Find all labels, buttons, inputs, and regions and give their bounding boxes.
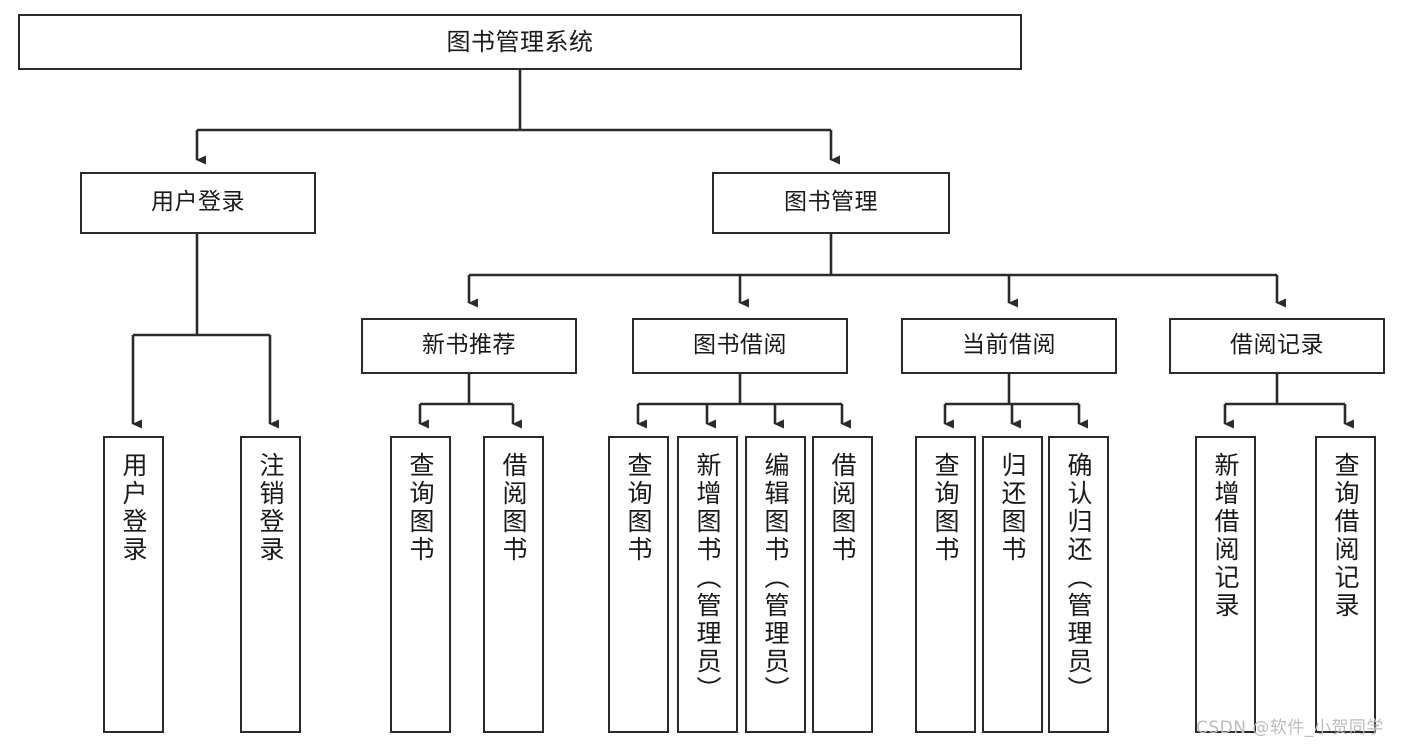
- leaf-book-borrow-edit-book-admin[interactable]: 编辑图书（管理员）: [745, 436, 806, 733]
- node-label: 编辑图书（管理员）: [761, 452, 790, 704]
- leaf-current-borrow-return-book[interactable]: 归还图书: [982, 436, 1043, 733]
- csdn-watermark: CSDN @软件_小贺同学: [1196, 718, 1384, 738]
- node-current-borrow[interactable]: 当前借阅: [901, 318, 1117, 374]
- node-label: 查询借阅记录: [1331, 452, 1360, 620]
- leaf-new-book-borrow-book[interactable]: 借阅图书: [483, 436, 544, 733]
- node-label: 图书管理系统: [446, 27, 594, 56]
- node-label: 图书管理: [784, 189, 878, 216]
- node-label: 借阅图书: [499, 452, 528, 564]
- node-label: 图书借阅: [693, 332, 787, 359]
- node-label: 借阅图书: [828, 452, 857, 564]
- leaf-user-login-logout[interactable]: 注销登录: [240, 436, 301, 733]
- node-label: 新增借阅记录: [1211, 452, 1240, 620]
- leaf-book-borrow-query-book[interactable]: 查询图书: [608, 436, 669, 733]
- node-label: 借阅记录: [1230, 332, 1324, 359]
- leaf-borrow-record-query-record[interactable]: 查询借阅记录: [1315, 436, 1376, 733]
- node-label: 新书推荐: [422, 332, 516, 359]
- node-label: 当前借阅: [962, 332, 1056, 359]
- leaf-book-borrow-add-book-admin[interactable]: 新增图书（管理员）: [677, 436, 738, 733]
- leaf-current-borrow-query-book[interactable]: 查询图书: [915, 436, 976, 733]
- node-label: 用户登录: [119, 452, 148, 564]
- node-book-borrow[interactable]: 图书借阅: [632, 318, 848, 374]
- leaf-borrow-record-add-record[interactable]: 新增借阅记录: [1195, 436, 1256, 733]
- node-label: 用户登录: [151, 189, 245, 216]
- node-new-book-recommend[interactable]: 新书推荐: [361, 318, 577, 374]
- node-book-management[interactable]: 图书管理: [712, 172, 950, 234]
- node-label: 新增图书（管理员）: [693, 452, 722, 704]
- leaf-book-borrow-borrow-book[interactable]: 借阅图书: [812, 436, 873, 733]
- leaf-new-book-query-book[interactable]: 查询图书: [390, 436, 451, 733]
- node-borrow-record[interactable]: 借阅记录: [1169, 318, 1385, 374]
- node-label: 查询图书: [406, 452, 435, 564]
- node-label: 注销登录: [256, 452, 285, 564]
- leaf-current-borrow-confirm-return-admin[interactable]: 确认归还（管理员）: [1048, 436, 1109, 733]
- node-user-login[interactable]: 用户登录: [80, 172, 316, 234]
- node-label: 查询图书: [931, 452, 960, 564]
- node-label: 查询图书: [624, 452, 653, 564]
- node-label: 归还图书: [998, 452, 1027, 564]
- leaf-user-login-login[interactable]: 用户登录: [103, 436, 164, 733]
- node-root-book-management-system[interactable]: 图书管理系统: [18, 14, 1022, 70]
- node-label: 确认归还（管理员）: [1064, 452, 1093, 704]
